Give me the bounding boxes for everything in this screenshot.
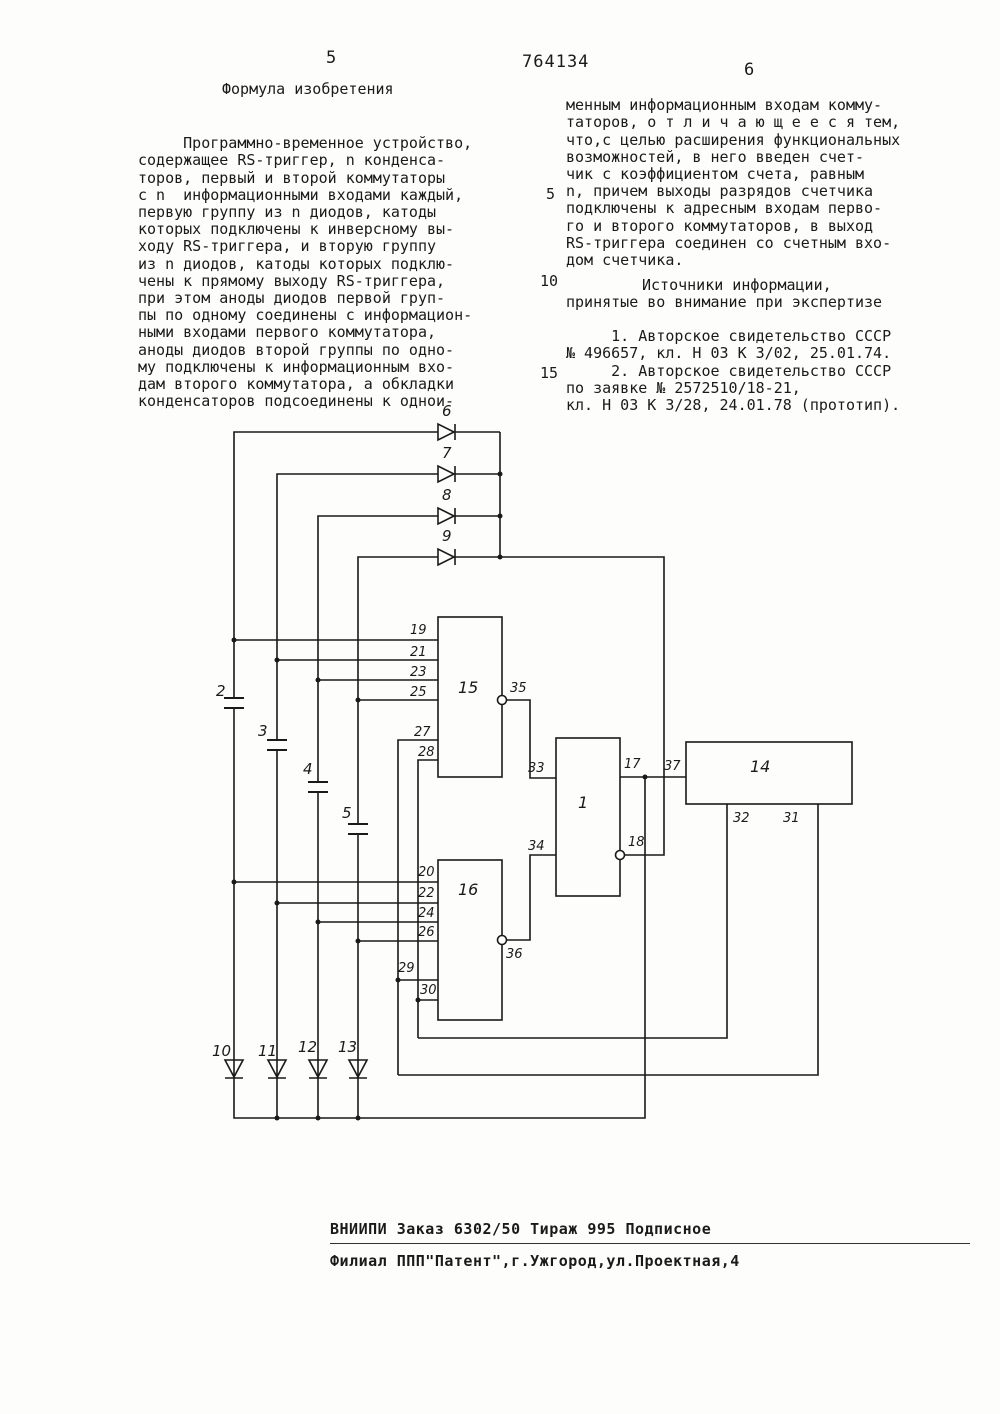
pin-label: 34: [528, 839, 545, 854]
block-label-counter: 14: [750, 757, 770, 776]
diode-label: 7: [442, 444, 452, 462]
pin-label: 31: [783, 811, 800, 826]
diode-label: 8: [442, 486, 452, 504]
pin-label: 20: [418, 865, 435, 880]
pin-label: 30: [420, 983, 437, 998]
pin-label: 29: [398, 961, 415, 976]
capacitor-label: 2: [216, 682, 226, 700]
capacitor-label: 3: [258, 722, 268, 740]
footer-imprint: ВНИИПИ Заказ 6302/50 Тираж 995 Подписное: [330, 1220, 711, 1238]
pin-label: 19: [410, 623, 427, 638]
pin-label: 26: [418, 925, 435, 940]
diode-label: 9: [442, 527, 452, 545]
block-label-trigger: 1: [578, 793, 588, 812]
diode-label: 6: [442, 402, 452, 420]
pin-label: 27: [414, 725, 431, 740]
diode-label: 11: [258, 1042, 277, 1060]
diode-label: 10: [212, 1042, 231, 1060]
pin-label: 32: [733, 811, 750, 826]
pin-label: 35: [510, 681, 527, 696]
pin-label: 28: [418, 745, 435, 760]
block-label-switch1: 15: [458, 678, 478, 697]
capacitor-label: 5: [342, 804, 352, 822]
diode-label: 12: [298, 1038, 317, 1056]
block-label-switch2: 16: [458, 880, 478, 899]
pin-label: 18: [628, 835, 645, 850]
diode-label: 13: [338, 1038, 357, 1056]
bottom-diode-symbols: [225, 1060, 367, 1078]
pin-label: 33: [528, 761, 545, 776]
pin-label: 25: [410, 685, 427, 700]
pin-label: 24: [418, 906, 435, 921]
pin-label: 21: [410, 645, 427, 660]
capacitor-label: 4: [303, 760, 313, 778]
footer-divider: [330, 1243, 970, 1244]
pin-label: 17: [624, 757, 641, 772]
footer-address: Филиал ППП"Патент",г.Ужгород,ул.Проектна…: [330, 1252, 740, 1270]
pin-label: 23: [410, 665, 427, 680]
pin-label: 22: [418, 886, 435, 901]
pin-label: 36: [506, 947, 523, 962]
pin-label: 37: [664, 759, 681, 774]
